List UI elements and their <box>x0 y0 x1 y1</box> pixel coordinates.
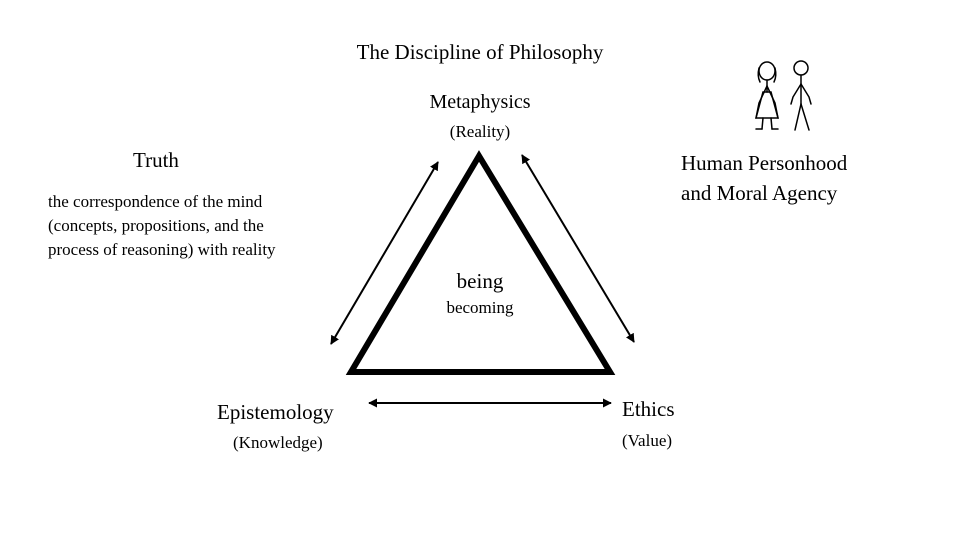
central-triangle <box>345 150 616 375</box>
metaphysics-sublabel: (Reality) <box>449 122 511 141</box>
ethics-label: Ethics <box>622 397 675 421</box>
page-title: The Discipline of Philosophy <box>356 40 604 64</box>
personhood-heading-line1: Human Personhood <box>681 151 848 175</box>
truth-description: the correspondence of the mind (concepts… <box>48 192 276 259</box>
personhood-heading-line2: and Moral Agency <box>681 181 838 205</box>
arrow-metaphysics-epistemology <box>330 161 439 345</box>
truth-heading: Truth <box>133 148 179 172</box>
epistemology-sublabel: (Knowledge) <box>233 433 323 452</box>
man-figure-icon <box>790 60 812 131</box>
center-sublabel: becoming <box>446 298 514 317</box>
woman-figure-icon <box>755 61 779 130</box>
epistemology-label: Epistemology <box>217 400 334 424</box>
metaphysics-label: Metaphysics <box>429 91 531 113</box>
arrow-metaphysics-ethics <box>521 154 635 343</box>
center-label: being <box>456 269 504 293</box>
woman-and-man-stick-figures-icon <box>755 60 812 131</box>
ethics-sublabel: (Value) <box>622 431 673 450</box>
